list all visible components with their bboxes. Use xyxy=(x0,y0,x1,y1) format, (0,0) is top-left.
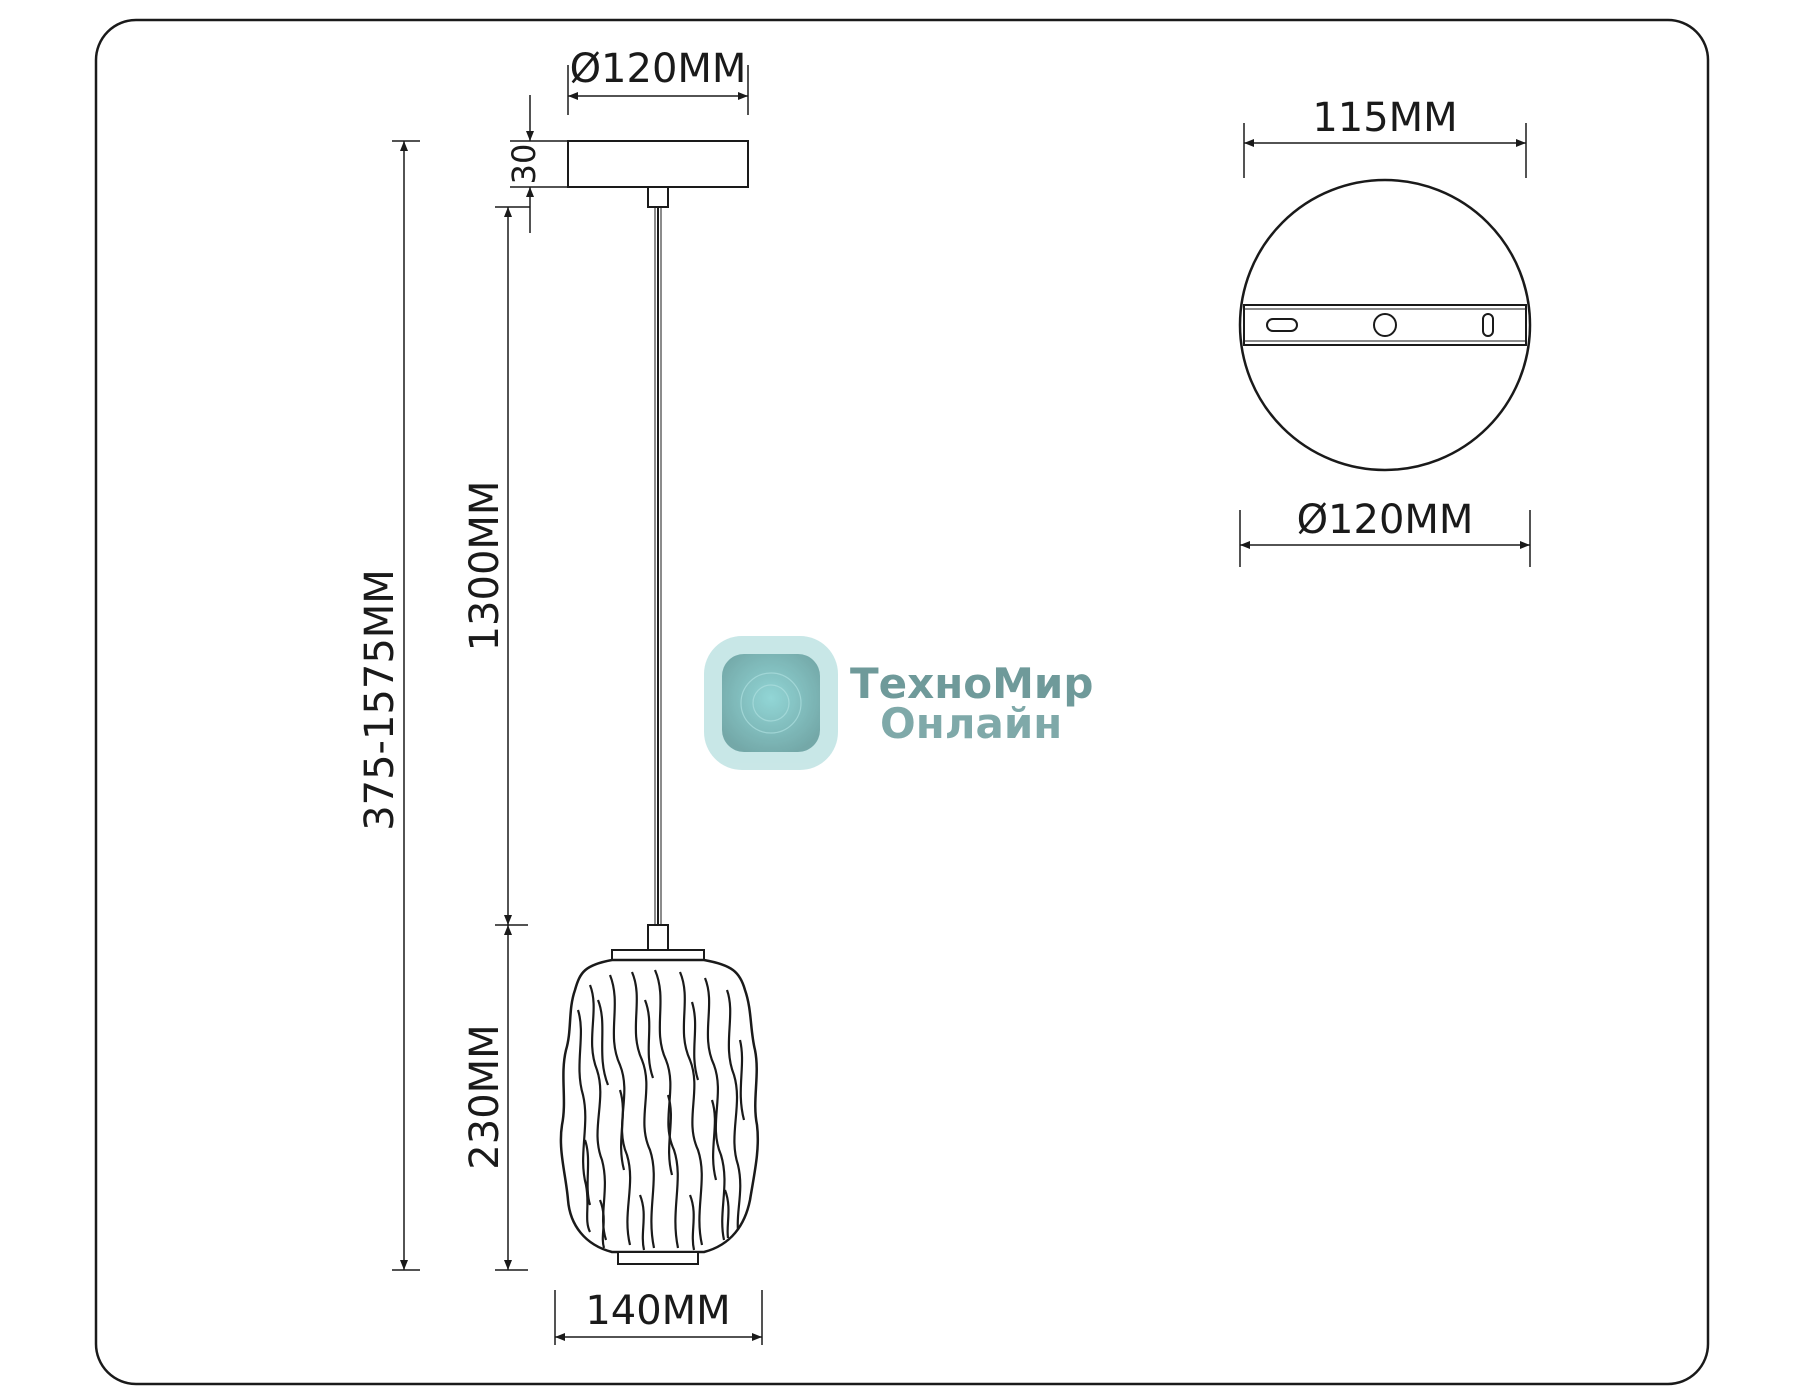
label-canopy-height: 30 xyxy=(505,144,543,185)
cable-grip-top xyxy=(647,186,669,208)
shade-texture xyxy=(576,969,746,1251)
watermark-line1: ТехноМир xyxy=(850,659,1093,708)
shade-top-ring xyxy=(611,949,705,961)
shade-bottom-ring xyxy=(617,1251,699,1265)
bracket-slot-right xyxy=(1482,313,1494,337)
dim-canopy-diameter-top xyxy=(1239,510,1531,567)
dim-canopy-height xyxy=(510,95,568,233)
watermark-logo xyxy=(704,636,838,770)
bracket-center-hole xyxy=(1373,313,1397,337)
label-shade-height: 230MM xyxy=(462,1024,508,1169)
canopy xyxy=(567,140,749,188)
bracket-slot-left xyxy=(1266,318,1298,332)
watermark-line2: Онлайн xyxy=(880,699,1062,748)
side-view xyxy=(559,140,760,1265)
top-view xyxy=(1238,178,1532,472)
label-cable-length: 1300MM xyxy=(462,481,508,652)
label-canopy-diameter-top: Ø120MM xyxy=(1297,497,1474,543)
dim-bracket-length xyxy=(1243,123,1527,178)
dim-canopy-diameter-side xyxy=(567,65,749,115)
drawing-frame xyxy=(94,18,1710,1386)
dim-total-height xyxy=(392,140,420,1271)
lamp-holder xyxy=(647,924,669,951)
dim-shade-height xyxy=(495,925,528,1271)
label-shade-width: 140MM xyxy=(585,1288,730,1334)
mounting-bracket xyxy=(1243,304,1527,346)
dim-shade-width xyxy=(554,1290,763,1345)
label-canopy-diameter-side: Ø120MM xyxy=(570,46,747,92)
label-total-height: 375-1575MM xyxy=(357,569,403,831)
label-bracket-length: 115MM xyxy=(1312,95,1457,141)
